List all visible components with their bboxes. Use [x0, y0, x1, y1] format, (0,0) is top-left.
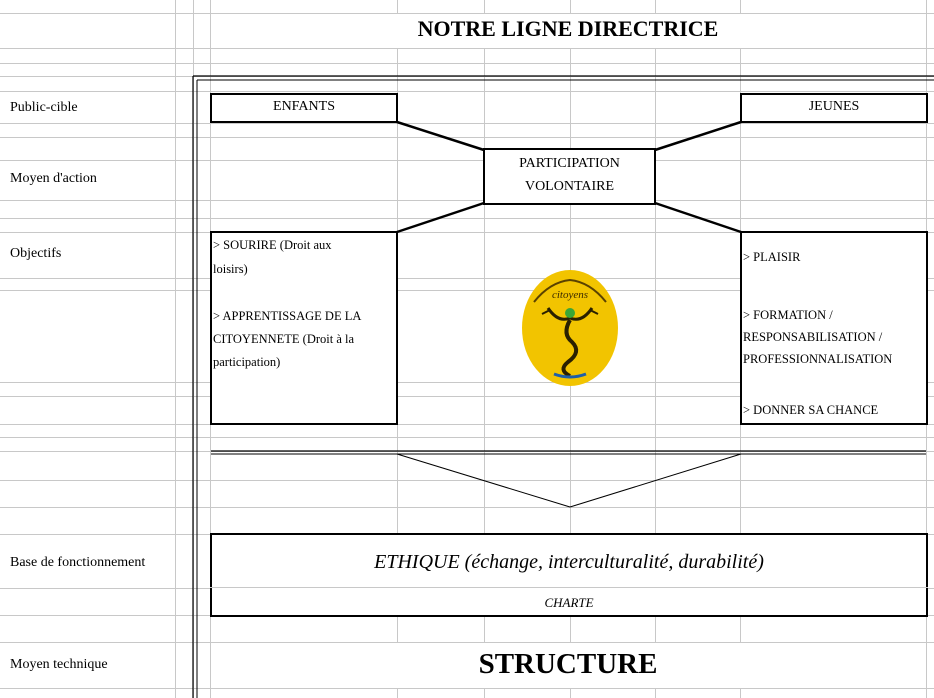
association-logo: citoyens: [522, 270, 618, 386]
label-cell: [1, 535, 175, 587]
row-label-moyen-action: Moyen d'action: [10, 171, 97, 186]
grid-line: [0, 160, 934, 161]
row-label-objectifs: Objectifs: [10, 246, 62, 261]
objectifs-enfants-box: > SOURIRE (Droit aux loisirs) > APPRENTI…: [210, 231, 398, 425]
grid-line: [0, 382, 934, 383]
grid-line: [175, 0, 176, 698]
ethique-box: ETHIQUE (échange, interculturalité, dura…: [210, 533, 928, 617]
objectif-formation-line3: PROFESSIONNALISATION: [743, 352, 893, 366]
grid-line: [0, 480, 934, 481]
objectif-citoyennete-line3: participation): [213, 355, 281, 369]
grid-line: [0, 290, 934, 291]
participation-box: PARTICIPATION VOLONTAIRE: [483, 148, 656, 205]
grid-line: [0, 123, 934, 124]
participation-label-line1: PARTICIPATION: [519, 156, 620, 171]
grid-line: [0, 91, 934, 92]
structure-label: STRUCTURE: [478, 648, 658, 680]
participation-label-line2: VOLONTAIRE: [524, 179, 615, 194]
row-label-base: Base de fonctionnement: [10, 555, 146, 570]
ethique-divider: [210, 587, 928, 588]
row-label-public-cible: Public-cible: [10, 100, 78, 115]
objectif-sourire-line1: > SOURIRE (Droit aux: [213, 238, 332, 252]
title-cell: [211, 14, 925, 48]
row-label-moyen-technique: Moyen technique: [10, 657, 108, 672]
grid-line: [0, 278, 934, 279]
grid-line: [0, 424, 934, 425]
objectif-citoyennete-line2: CITOYENNETE (Droit à la: [213, 332, 355, 346]
grid-line: [655, 0, 656, 698]
grid-line: [0, 13, 934, 14]
grid-line: [0, 137, 934, 138]
svg-text:citoyens: citoyens: [552, 289, 588, 301]
grid-line: [484, 0, 485, 698]
objectif-chance: > DONNER SA CHANCE: [743, 403, 879, 417]
charte-label: CHARTE: [544, 595, 594, 610]
objectifs-jeunes-box: > PLAISIR > FORMATION / RESPONSABILISATI…: [740, 231, 928, 425]
structure-cell: [211, 643, 925, 688]
grid-line: [0, 437, 934, 438]
objectif-sourire-line2: loisirs): [213, 262, 248, 276]
objectif-plaisir: > PLAISIR: [743, 250, 801, 264]
grid-line: [0, 688, 934, 689]
grid-line: [0, 63, 934, 64]
enfants-label: ENFANTS: [273, 99, 335, 114]
objectif-formation-line2: RESPONSABILISATION /: [743, 330, 883, 344]
jeunes-label: JEUNES: [808, 99, 860, 114]
grid-line: [0, 642, 934, 643]
enfants-box: ENFANTS: [210, 93, 398, 123]
ethique-label: ETHIQUE (échange, interculturalité, dura…: [374, 551, 764, 573]
grid-line: [0, 232, 934, 233]
grid-line: [0, 396, 934, 397]
objectif-formation-line1: > FORMATION /: [743, 308, 833, 322]
grid-line: [0, 218, 934, 219]
jeunes-box: JEUNES: [740, 93, 928, 123]
label-cell: [1, 643, 175, 688]
grid-line: [0, 48, 934, 49]
page-title: NOTRE LIGNE DIRECTRICE: [417, 16, 719, 41]
grid-line: [0, 200, 934, 201]
grid-line: [0, 507, 934, 508]
objectif-citoyennete-line1: > APPRENTISSAGE DE LA: [213, 309, 362, 323]
